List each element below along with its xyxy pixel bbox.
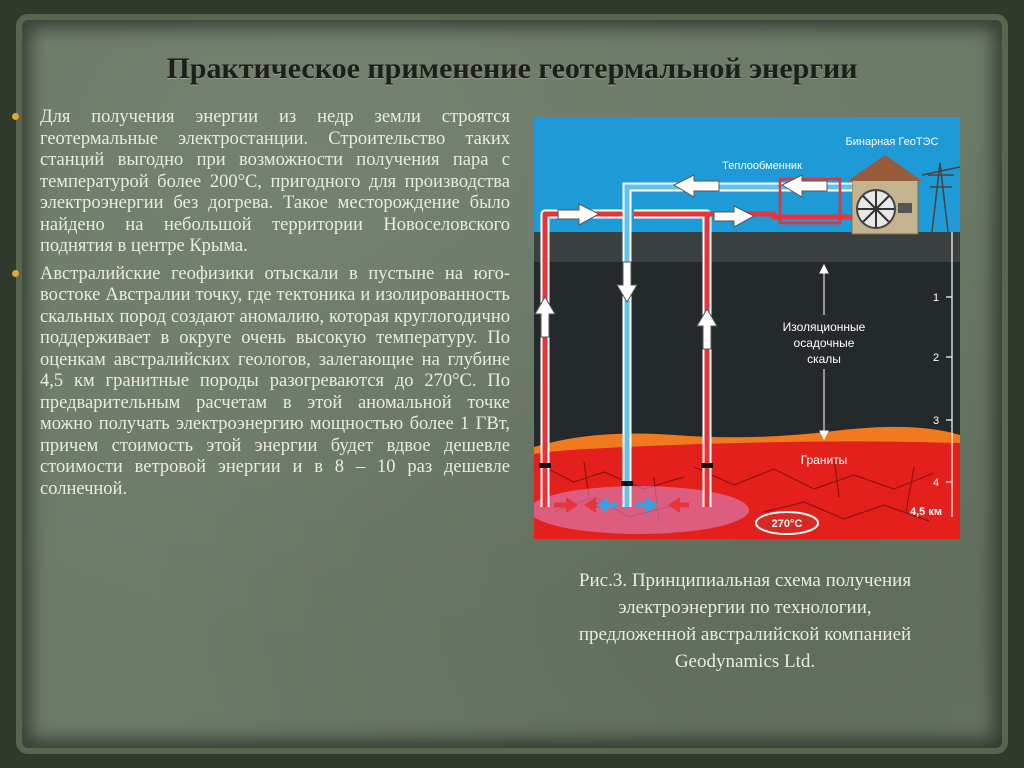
hot-pipes <box>540 209 852 507</box>
bullet-text: Австралийские геофизики отыскали в пусты… <box>40 263 510 499</box>
pipe-seals <box>539 463 713 486</box>
diagram-svg: 1 2 3 4 4,5 км Бинарная ГеоТЭС Теплообме… <box>534 117 960 539</box>
power-station <box>848 155 922 235</box>
arrow-up-icon <box>534 296 556 338</box>
depth-tick-3: 3 <box>933 415 939 427</box>
bullet-icon <box>12 269 19 277</box>
surface-layer <box>534 232 960 262</box>
geothermal-diagram: 1 2 3 4 4,5 км Бинарная ГеоТЭС Теплообме… <box>534 117 960 539</box>
insulation-label-1: Изоляционные <box>783 320 866 334</box>
arrow-right-icon <box>713 205 756 228</box>
bullet-icon <box>12 113 19 120</box>
insulation-label-3: скалы <box>807 352 841 366</box>
depth-tick-1: 1 <box>933 292 939 304</box>
arrow-up-icon <box>696 308 718 350</box>
bullet-item: Австралийские геофизики отыскали в пусты… <box>12 263 510 501</box>
depth-bottom-label: 4,5 км <box>910 506 942 518</box>
arrow-left-icon <box>780 174 828 198</box>
heat-exchanger <box>778 177 842 225</box>
figure-caption: Рис.3. Принципиальная схема получения эл… <box>578 570 912 672</box>
cold-pipes <box>622 182 852 507</box>
arrow-right-icon <box>557 203 601 226</box>
temperature-badge: 270°С <box>755 511 819 535</box>
granite-label: Граниты <box>801 453 848 467</box>
station-label: Бинарная ГеоТЭС <box>846 136 939 148</box>
bullet-item: Для получения энергии из недр земли стро… <box>12 107 510 258</box>
exchanger-label: Теплообменник <box>722 160 802 172</box>
temperature-label: 270°С <box>772 518 803 530</box>
flow-arrows <box>534 174 828 350</box>
depth-tick-4: 4 <box>933 477 939 489</box>
arrow-down-icon <box>616 261 638 303</box>
reservoir-zone <box>534 486 749 534</box>
page-title: Практическое применение геотермальной эн… <box>166 52 858 85</box>
depth-scale <box>946 232 953 517</box>
insulation-label-2: осадочные <box>794 336 855 350</box>
reservoir-arrows <box>554 497 689 513</box>
bullet-text: Для получения энергии из недр земли стро… <box>40 107 510 256</box>
granite-boundary <box>534 426 960 457</box>
arrow-left-icon <box>672 174 720 198</box>
insulation-bracket <box>819 263 829 441</box>
sedimentary-layer <box>534 262 960 447</box>
depth-tick-2: 2 <box>933 352 939 364</box>
power-pylon <box>921 162 960 233</box>
text-column: Для получения энергии из недр земли стро… <box>12 107 510 506</box>
